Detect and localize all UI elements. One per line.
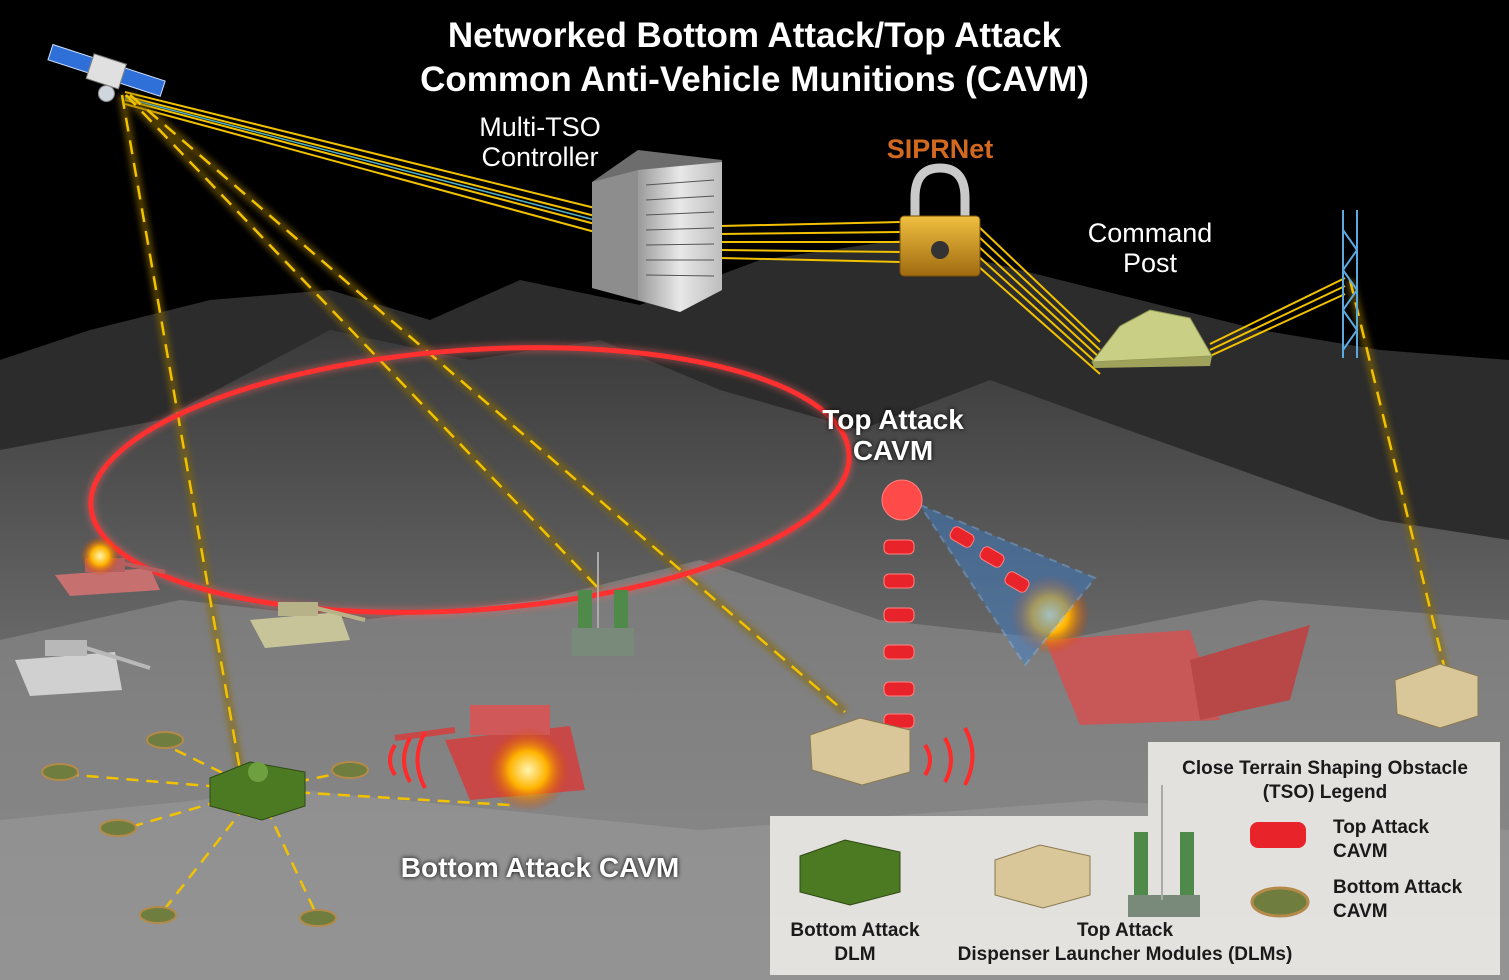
legend-bottom-dlm-icon <box>799 839 901 906</box>
legend-top-attack-label: Top Attack CAVM <box>1333 816 1429 864</box>
bottom-attack-mines <box>41 731 369 927</box>
radio-tower-icon <box>1342 210 1358 358</box>
legend-title-line-2: (TSO) Legend <box>1262 782 1388 803</box>
explosion-icon <box>486 728 570 812</box>
legend-bottom-attack-icon <box>1250 886 1310 918</box>
legend-title: Close Terrain Shaping Obstacle (TSO) Leg… <box>1155 757 1495 805</box>
top-attack-dlm <box>1394 663 1479 729</box>
tso-controller-line-1: Multi-TSO <box>479 112 601 142</box>
legend-top-dlm-line-1: Top Attack <box>1076 920 1174 941</box>
twin-tube-launcher <box>572 552 634 656</box>
command-post-line-2: Post <box>1122 248 1178 279</box>
tank-icon <box>1045 625 1310 725</box>
network-links <box>124 91 1346 375</box>
seismic-waves <box>388 727 975 789</box>
command-post-label: Command Post <box>1060 218 1240 278</box>
bottom-attack-dlm <box>209 761 306 821</box>
legend-bottom-dlm-label: Bottom Attack DLM <box>780 919 930 967</box>
padlock-icon <box>899 163 981 277</box>
command-post-line-1: Command <box>1087 218 1213 248</box>
satellite-icon <box>47 43 166 102</box>
bottom-attack-cavm-label: Bottom Attack CAVM <box>400 852 680 883</box>
top-attack-dlm <box>809 717 911 786</box>
sensor-links <box>74 91 1450 919</box>
explosion-icon <box>80 536 120 576</box>
legend-bottom-attack-line-1: Bottom Attack <box>1333 877 1463 898</box>
tso-controller-line-2: Controller <box>481 142 599 173</box>
legend-top-dlm-icon <box>994 844 1091 909</box>
legend-top-dlm-line-2: Dispenser Launcher Modules (DLMs) <box>957 944 1293 965</box>
top-attack-line-2: CAVM <box>852 435 934 467</box>
tank-icon <box>15 640 151 696</box>
top-attack-line-1: Top Attack <box>822 404 964 435</box>
page-title: Networked Bottom Attack/Top Attack Commo… <box>0 14 1509 102</box>
legend-bottom-dlm-line-2: DLM <box>834 944 876 965</box>
server-rack-icon <box>592 150 722 312</box>
legend-top-attack-line-1: Top Attack <box>1333 817 1430 838</box>
tank-icon <box>250 602 366 648</box>
tent-icon <box>1090 309 1213 368</box>
legend-top-attack-icon <box>1250 822 1306 848</box>
legend-bottom-attack-label: Bottom Attack CAVM <box>1333 876 1462 924</box>
siprnet-label: SIPRNet <box>886 134 994 164</box>
legend-bottom-dlm-line-1: Bottom Attack <box>790 920 920 941</box>
explosion-icon <box>1010 575 1090 655</box>
legend-panel <box>770 742 1500 975</box>
top-attack-munitions <box>881 479 1030 729</box>
legend-title-line-1: Close Terrain Shaping Obstacle <box>1182 758 1468 779</box>
legend-top-attack-line-2: CAVM <box>1333 841 1388 862</box>
tso-controller-label: Multi-TSO Controller <box>440 112 640 172</box>
legend: Close Terrain Shaping Obstacle (TSO) Leg… <box>770 745 1500 973</box>
legend-bottom-attack-line-2: CAVM <box>1333 901 1388 922</box>
title-line-1: Networked Bottom Attack/Top Attack <box>447 16 1062 55</box>
legend-top-dlm-label: Top Attack Dispenser Launcher Modules (D… <box>935 919 1315 967</box>
title-line-2: Common Anti-Vehicle Munitions (CAVM) <box>420 60 1089 99</box>
top-attack-cavm-label: Top Attack CAVM <box>800 404 986 467</box>
legend-launcher-icon <box>1128 785 1200 917</box>
